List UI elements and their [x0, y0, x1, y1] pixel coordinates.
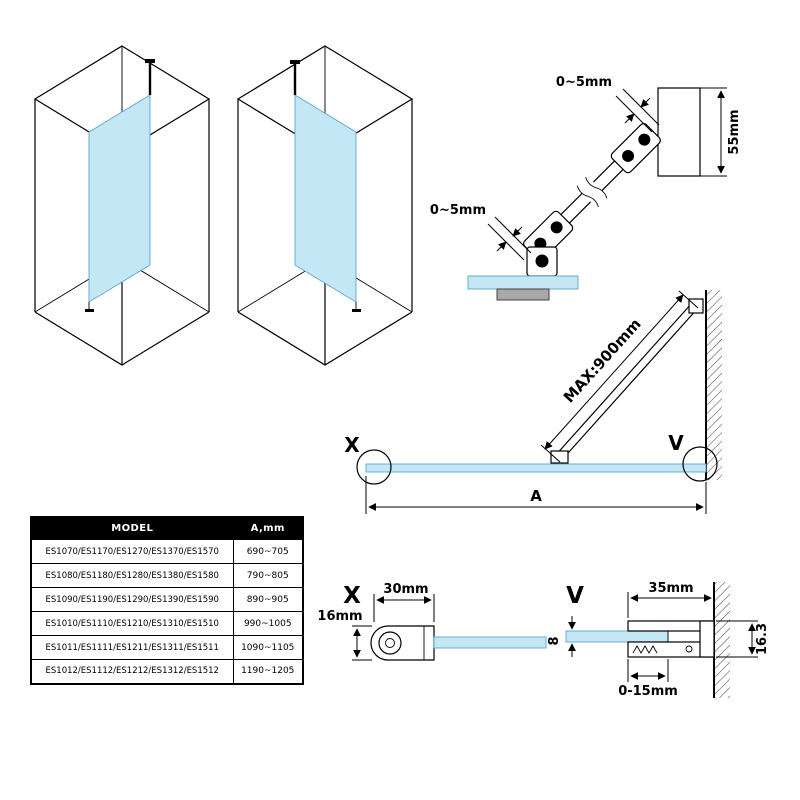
support-bar — [523, 123, 661, 261]
iso-enclosure-right — [236, 45, 414, 366]
dimension-16-3-label: 16.3 — [755, 623, 770, 655]
iso-enclosure-left — [33, 45, 211, 366]
dimension-16mm: 16mm — [317, 609, 372, 661]
dimension-0-15: 0-15mm — [618, 659, 678, 699]
dimension-a: A — [365, 476, 707, 514]
model-cell: ES1090/ES1190/ES1290/ES1390/ES1590 — [30, 587, 234, 612]
detail-ref-v-label: V — [668, 431, 684, 455]
model-cell: ES1070/ES1170/ES1270/ES1370/ES1570 — [30, 539, 234, 564]
spring-serration — [632, 645, 658, 654]
model-cell: ES1011/ES1111/ES1211/ES1311/ES1511 — [30, 635, 234, 660]
table-row: ES1070/ES1170/ES1270/ES1370/ES1570 690~7… — [30, 539, 304, 564]
dimension-gap-bottom-label: 0~5mm — [430, 203, 486, 218]
dimension-gap-top: 0~5mm — [556, 75, 660, 133]
bar-glass-plate — [550, 450, 569, 464]
spec-table-header-row: MODEL A,mm — [30, 516, 304, 540]
ceiling-plate — [145, 59, 155, 63]
dimension-max-900-label: MAX:900mm — [560, 315, 645, 406]
dimension-16mm-label: 16mm — [317, 609, 362, 624]
glass-panel — [294, 94, 357, 303]
detail-x-view: X 30mm 16mm — [317, 582, 547, 661]
a-value-cell: 1190~1205 — [232, 659, 304, 684]
spec-table: MODEL A,mm ES1070/ES1170/ES1270/ES1370/E… — [30, 516, 304, 685]
table-row: ES1090/ES1190/ES1290/ES1390/ES1590 890~9… — [30, 587, 304, 612]
screw-icon — [622, 149, 635, 162]
a-value-cell: 690~705 — [232, 539, 304, 564]
glass-section-x — [433, 636, 547, 649]
dimension-gap-bottom: 0~5mm — [430, 203, 532, 261]
dimension-35mm-label: 35mm — [648, 581, 693, 596]
a-value-cell: 1090~1105 — [232, 635, 304, 660]
screw-icon — [550, 221, 563, 234]
screw-icon — [685, 645, 693, 653]
glass-foot — [352, 309, 361, 312]
pivot-knob — [378, 631, 402, 655]
bracket-mount-detail: 55mm 0~5mm — [430, 75, 742, 301]
a-value-cell: 890~905 — [232, 587, 304, 612]
a-value-cell: 790~805 — [232, 563, 304, 588]
dimension-gap-top-label: 0~5mm — [556, 75, 612, 90]
wall-hatch-v — [714, 582, 730, 698]
table-row: ES1012/ES1112/ES1212/ES1312/ES1512 1190~… — [30, 659, 304, 684]
table-row: ES1011/ES1111/ES1211/ES1311/ES1511 1090~… — [30, 635, 304, 660]
screw-icon — [535, 254, 549, 268]
detail-ref-x-circle — [356, 449, 392, 485]
dimension-30mm-label: 30mm — [383, 582, 428, 597]
profile-end-cap — [699, 620, 715, 658]
glass-panel — [88, 94, 151, 303]
table-row: ES1010/ES1110/ES1210/ES1310/ES1510 990~1… — [30, 611, 304, 636]
glass-edge-section — [467, 275, 579, 290]
dimension-glass-8: 8 — [547, 616, 576, 657]
a-value-cell: 990~1005 — [232, 611, 304, 636]
detail-v-view: V 35mm 8 0-15mm — [547, 581, 770, 699]
glass-section-v — [565, 630, 669, 643]
screw-icon — [638, 133, 651, 146]
ceiling-plate — [290, 60, 300, 64]
dimension-glass-8-label: 8 — [547, 636, 562, 645]
spec-table-header-model: MODEL — [30, 516, 234, 540]
plan-glass-panel — [365, 463, 707, 473]
spec-table-header-a: A,mm — [232, 516, 304, 540]
detail-v-title: V — [566, 583, 584, 609]
wall-section — [657, 87, 701, 177]
dimension-35mm: 35mm — [627, 581, 712, 618]
dimension-55mm-label: 55mm — [727, 109, 742, 154]
dimension-55mm: 55mm — [700, 87, 742, 177]
model-cell: ES1080/ES1180/ES1280/ES1380/ES1580 — [30, 563, 234, 588]
dimension-a-label: A — [530, 487, 542, 505]
plan-wall-hatch — [706, 290, 722, 480]
plan-view: MAX:900mm A X V — [344, 290, 722, 514]
model-cell: ES1012/ES1112/ES1212/ES1312/ES1512 — [30, 659, 234, 684]
base-block — [496, 288, 550, 301]
dimension-30mm: 30mm — [373, 582, 435, 622]
detail-ref-x-label: X — [344, 433, 360, 457]
glass-foot — [85, 309, 94, 312]
table-row: ES1080/ES1180/ES1280/ES1380/ES1580 790~8… — [30, 563, 304, 588]
wall-profile-x — [370, 625, 435, 661]
detail-ref-v-circle — [682, 446, 718, 482]
model-cell: ES1010/ES1110/ES1210/ES1310/ES1510 — [30, 611, 234, 636]
dimension-0-15-label: 0-15mm — [618, 684, 678, 699]
dimension-16-3: 16.3 — [716, 620, 770, 658]
detail-x-title: X — [343, 583, 361, 609]
